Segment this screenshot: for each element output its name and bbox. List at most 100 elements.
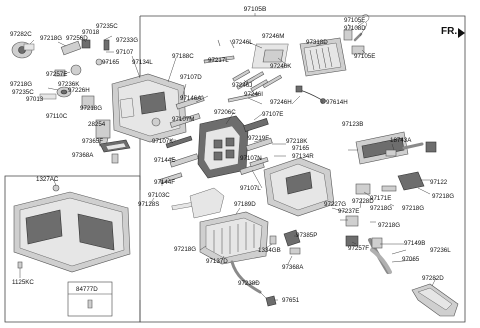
label-97257f: 97257F	[348, 245, 369, 252]
callout-labels: 97282C 97218G 97256D 97018 97235C 97233G…	[10, 17, 454, 304]
label-97246i: 97246I	[244, 91, 263, 98]
label-97217l: 97217L	[208, 57, 229, 64]
label-97144e: 97144E	[154, 157, 175, 164]
grommet-97368a	[111, 153, 119, 164]
ptc-heater-bracket	[355, 171, 425, 195]
label-97188c: 97188C	[172, 53, 194, 60]
label-97171e: 97171E	[370, 195, 391, 202]
label-97065: 97065	[402, 256, 420, 263]
label-97227g: 97227G	[324, 201, 346, 208]
hvac-case-right-half	[263, 157, 335, 217]
right-door-flaps	[239, 118, 273, 175]
screw-1334gb	[269, 235, 277, 245]
link-parts-left	[39, 39, 111, 147]
label-97206c: 97206C	[214, 109, 236, 116]
evaporator-core	[299, 37, 347, 77]
label-97103c: 97103C	[148, 192, 170, 199]
label-97246j: 97246J	[232, 82, 252, 89]
label-97137d: 97137D	[206, 258, 228, 265]
label-97365f: 97365F	[82, 138, 103, 145]
inset-frame	[4, 175, 141, 323]
label-28254: 28254	[88, 121, 106, 128]
hvac-assembly-inset	[13, 184, 131, 273]
label-97108d: 97108D	[344, 25, 366, 32]
expansion-valve-pipes	[343, 14, 370, 55]
grommet-97651	[265, 295, 277, 307]
label-97282c: 97282C	[10, 31, 32, 38]
svg-text:FR.: FR.	[441, 26, 457, 37]
label-97013: 97013	[26, 96, 44, 103]
door-flaps	[159, 95, 205, 211]
part-box-84777d	[67, 281, 113, 317]
label-1327ac: 1327AC	[36, 176, 59, 183]
label-97256d: 97256D	[66, 35, 88, 42]
diagram-title: 97105B	[244, 6, 267, 13]
center-mode-door-housing	[197, 115, 249, 179]
label-97236k: 97236K	[58, 81, 80, 88]
label-97122: 97122	[430, 179, 448, 186]
label-97218k: 97218K	[286, 138, 308, 145]
label-97233g: 97233G	[116, 37, 138, 44]
label-97246h: 97246H	[270, 99, 292, 106]
label-97318d: 97318D	[306, 39, 328, 46]
label-97218g-c: 97218G	[80, 105, 102, 112]
seal-strips	[227, 69, 283, 103]
label-97107d: 97107D	[180, 74, 202, 81]
label-97246m: 97246M	[262, 33, 284, 40]
label-97165: 97165	[102, 59, 120, 66]
label-97107k: 97107K	[152, 138, 174, 145]
label-97368a: 97368A	[72, 152, 94, 159]
label-97236l: 97236L	[430, 247, 451, 254]
label-97165-b: 97165	[292, 145, 310, 152]
label-97238d: 97238D	[238, 280, 260, 287]
label-97385p: 97385P	[296, 232, 317, 239]
leader-lines	[19, 23, 437, 301]
label-97144f: 97144F	[154, 179, 175, 186]
label-97105f: 97105F	[344, 17, 365, 24]
label-97018: 97018	[82, 29, 100, 36]
label-1334gb: 1334GB	[258, 247, 281, 254]
label-97134r: 97134R	[292, 153, 314, 160]
air-filter-frames	[203, 39, 289, 69]
lower-case-97189d	[199, 211, 269, 265]
label-97368a-b: 97368A	[282, 264, 304, 271]
air-duct-97282d	[411, 283, 459, 317]
label-97107l: 97107L	[240, 185, 261, 192]
label-97235c: 97235C	[96, 23, 118, 30]
label-97257e: 97257E	[46, 71, 67, 78]
label-97149b: 97149B	[404, 240, 425, 247]
label-97107m: 97107M	[172, 116, 194, 123]
label-97246l: 97246L	[232, 39, 253, 46]
label-97218g: 97218G	[40, 35, 62, 42]
clip-97385p	[283, 229, 301, 255]
label-97282d: 97282D	[422, 275, 444, 282]
label-97107: 97107	[116, 49, 134, 56]
label-97107n: 97107N	[240, 155, 262, 162]
label-97246k: 97246K	[270, 63, 292, 70]
label-97189d: 97189D	[234, 201, 256, 208]
lower-bracket-97103c	[189, 187, 225, 219]
hvac-case-left-half	[111, 73, 187, 143]
drain-hoses	[345, 215, 392, 274]
heater-core	[355, 131, 437, 165]
label-97226h: 97226H	[68, 87, 90, 94]
label-97218g-e: 97218G	[370, 205, 392, 212]
label-97110c: 97110C	[46, 113, 68, 120]
sensor-wire	[295, 85, 326, 104]
label-97218g-d: 97218G	[432, 193, 454, 200]
label-97219f: 97219F	[248, 135, 269, 142]
label-97237e: 97237E	[338, 208, 359, 215]
label-97218g-g: 97218G	[378, 222, 400, 229]
label-97134l: 97134L	[132, 59, 153, 66]
label-97218g-h: 97218G	[174, 246, 196, 253]
label-97614h: 97614H	[326, 99, 348, 106]
label-97128s: 97128S	[138, 201, 159, 208]
actuator-left-part	[11, 41, 35, 59]
label-97123b: 97123B	[342, 121, 363, 128]
gasket-left	[99, 139, 131, 153]
label-97146a: 97146A	[180, 95, 202, 102]
drain-pipe-97238d	[230, 260, 267, 299]
label-97218g-b: 97218G	[10, 81, 32, 88]
label-97107e: 97107E	[262, 111, 283, 118]
